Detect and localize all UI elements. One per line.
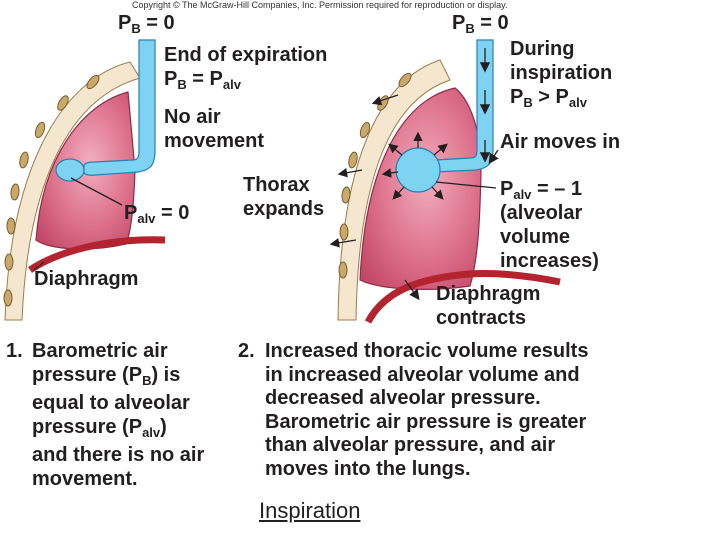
step-1-line: pressure (Palv) — [32, 415, 167, 440]
left-state-note-1: No air — [164, 106, 221, 128]
right-state-title-2: inspiration — [510, 62, 613, 84]
right-thoracic-wall — [337, 59, 451, 321]
left-state-title: End of expiration — [164, 44, 328, 66]
step-1-line: equal to alveolar — [32, 392, 190, 414]
diaphragm-contract-arrow — [404, 279, 420, 301]
left-palv-label: Palv = 0 — [124, 202, 190, 226]
copyright-notice: Copyright © The McGraw-Hill Companies, I… — [132, 0, 508, 10]
left-state-note-2: movement — [164, 130, 265, 152]
step-2-line: moves into the lungs. — [265, 457, 471, 480]
right-palv-label: Palv = – 1 — [500, 178, 583, 202]
caption-title: Inspiration — [259, 498, 361, 523]
left-pb-label: PB = 0 — [118, 12, 175, 36]
step-2-text: Increased thoracic volume results in inc… — [265, 340, 588, 481]
left-airway — [55, 39, 156, 182]
left-palv-leader — [70, 177, 123, 206]
right-state-equation: PB > Palv — [510, 86, 587, 110]
step-1-text: Barometric air pressure (PB) is equal to… — [32, 340, 204, 491]
right-diaphragm — [364, 269, 561, 324]
step-2-line: than alveolar pressure, and air — [265, 434, 556, 456]
step-1-number: 1. — [6, 340, 23, 362]
right-diaphragm-label-1: Diaphragm — [436, 283, 541, 305]
right-palv-note-2: volume — [500, 226, 571, 248]
left-thoracic-wall — [3, 61, 141, 321]
step-2-line: decreased alveolar pressure. — [265, 387, 541, 409]
thorax-label-2: expands — [243, 198, 325, 220]
right-diaphragm-label-2: contracts — [436, 307, 527, 329]
step-1-line: Barometric air — [32, 340, 168, 362]
step-2-line: Increased thoracic volume results — [265, 340, 589, 362]
step-1-line: and there is no air — [32, 444, 205, 466]
step-2-number: 2. — [238, 340, 255, 362]
right-alveolus — [395, 147, 441, 193]
thorax-expansion-arrows — [329, 94, 399, 248]
thorax-label-1: Thorax — [243, 174, 310, 196]
left-diaphragm — [28, 236, 166, 273]
step-1-line: pressure (PB) is — [32, 363, 181, 388]
right-palv-note-1: (alveolar — [500, 202, 583, 224]
right-state-title-1: During — [510, 38, 575, 60]
left-diaphragm-label: Diaphragm — [34, 268, 139, 290]
air-moves-label: Air moves in — [500, 131, 621, 153]
step-2-line: Barometric air pressure is greater — [265, 410, 587, 433]
left-diaphragm-leader — [33, 261, 45, 271]
left-ribs — [3, 74, 100, 307]
right-palv-note-3: increases) — [500, 250, 599, 272]
lung-diagram — [3, 39, 561, 324]
airflow-arrows — [479, 48, 499, 165]
right-palv-leader — [435, 181, 497, 189]
right-pb-label: PB = 0 — [452, 12, 509, 36]
step-1-line: movement. — [32, 467, 138, 490]
step-2-line: in increased alveolar volume and — [265, 363, 580, 386]
left-state-equation: PB = Palv — [164, 68, 241, 92]
left-alveolus — [55, 158, 85, 182]
alveolus-expansion-arrows — [381, 131, 448, 200]
